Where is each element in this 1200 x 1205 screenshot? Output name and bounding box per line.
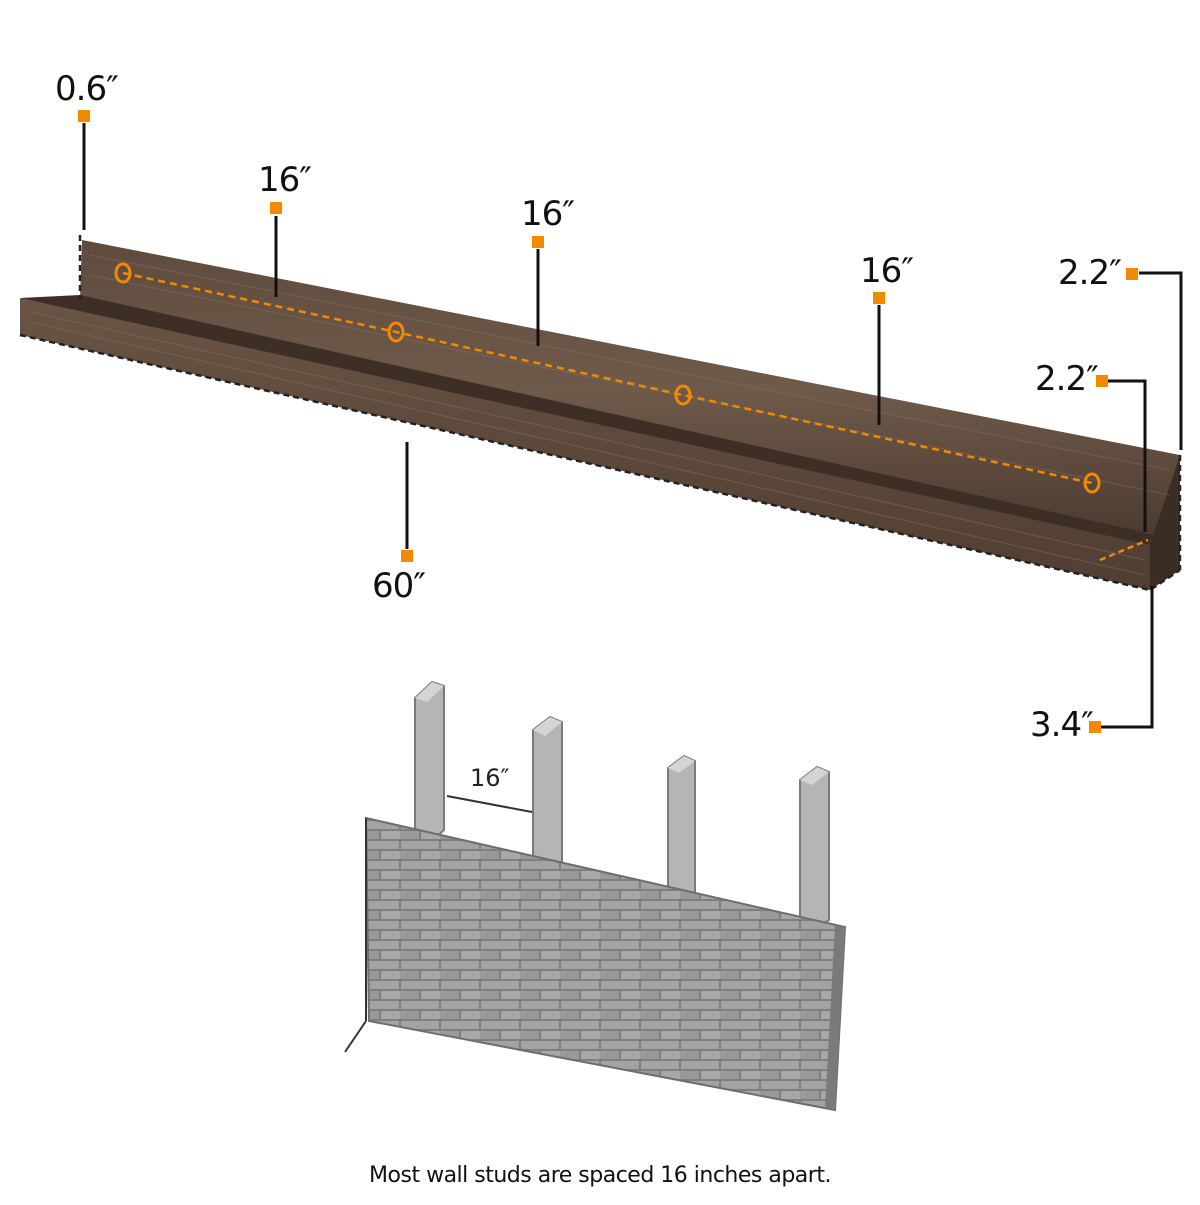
- dimension-stud-spacing-3: 16″: [860, 251, 914, 291]
- dimension-shelf-depth: 3.4″: [1030, 705, 1094, 745]
- dimension-back-height: 2.2″: [1058, 253, 1122, 293]
- dimension-depth-top: 0.6″: [55, 69, 119, 109]
- wall-floor-line: [344, 1020, 367, 1053]
- dimension-stud-spacing-1: 16″: [258, 160, 312, 200]
- shelf: [19, 235, 1182, 592]
- wood-grain: [29, 254, 1171, 576]
- stud-gap-line: [446, 795, 533, 813]
- dimension-lip-height: 2.2″: [1035, 359, 1099, 399]
- dimension-leaders: [82, 123, 1183, 729]
- brick-wall: [364, 816, 847, 1112]
- mounting-line: [122, 271, 1093, 485]
- shelf-front-lip: [20, 298, 1150, 590]
- diagram-caption: Most wall studs are spaced 16 inches apa…: [369, 1163, 831, 1188]
- brick-wall-side: [825, 925, 845, 1110]
- mounting-hole-icon: [114, 262, 1101, 494]
- dimension-length: 60″: [372, 566, 426, 606]
- wall-stud-gap-label: 16″: [470, 764, 510, 792]
- shelf-outline-dashed: [19, 333, 1181, 592]
- shelf-end-cap: [1150, 455, 1180, 590]
- shelf-back-panel: [80, 240, 1180, 540]
- dimension-stud-spacing-2: 16″: [521, 194, 575, 234]
- dimension-marker-icon: [78, 110, 1138, 733]
- lip-depth-line: [1099, 538, 1149, 562]
- wall-illustration: [344, 680, 847, 1112]
